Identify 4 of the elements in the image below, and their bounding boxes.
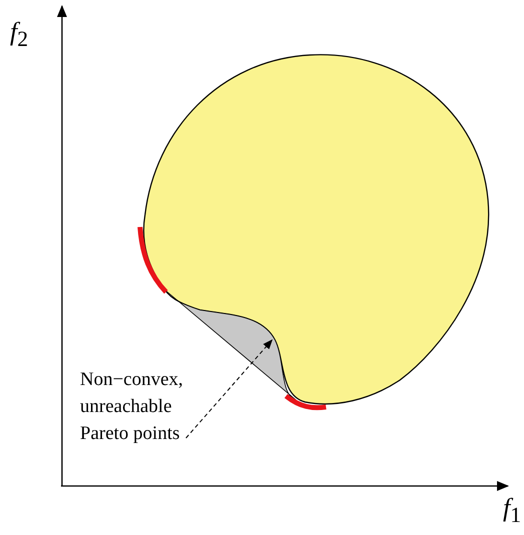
callout-text: Non−convex, unreachable Pareto points — [80, 368, 184, 446]
axis-label: f$_{2}$ — [10, 18, 28, 54]
leader-arrow — [186, 339, 273, 438]
axis-label: f$_{1}$ — [503, 494, 522, 530]
